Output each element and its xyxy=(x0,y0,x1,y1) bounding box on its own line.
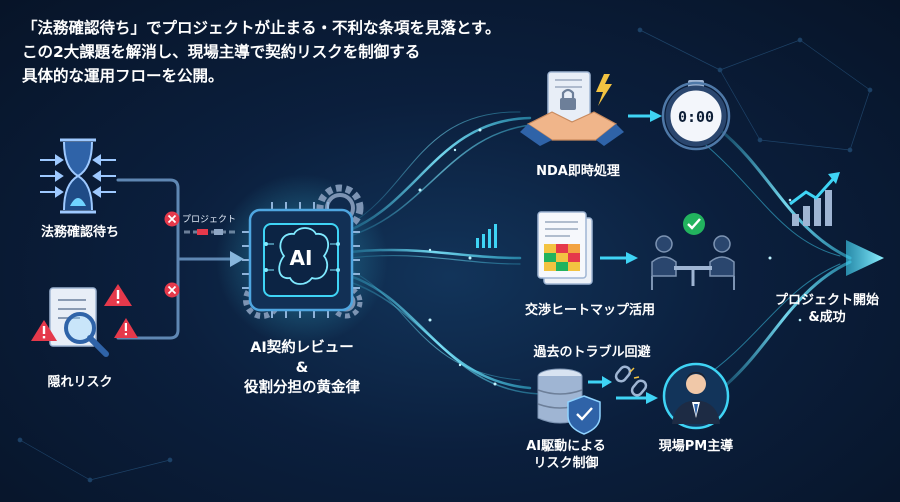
pm-lead-label: 現場PM主導 xyxy=(658,439,734,454)
warning-triangle-icon xyxy=(31,320,57,341)
timer-display: 0:00 xyxy=(678,108,714,126)
flow-arrow xyxy=(616,392,658,404)
mini-bar-chart-icon xyxy=(476,224,497,248)
heatmap-label: 交渉ヒートマップ活用 xyxy=(524,303,655,318)
core-title: AI契約レビュー & 役割分担の黄金律 xyxy=(232,338,372,398)
project-tag-label: プロジェクト xyxy=(182,215,237,225)
flow-arrow xyxy=(600,252,638,264)
core-title-line-1: AI契約レビュー xyxy=(250,340,354,356)
ai-risk-line-2: リスク制御 xyxy=(533,456,599,471)
flow-particles xyxy=(418,128,802,386)
trouble-label: 過去のトラブル回避 xyxy=(533,345,651,360)
headline-line-3: 具体的な運用フローを公開。 xyxy=(22,67,224,85)
bar-chart-growth-icon xyxy=(789,172,840,226)
stopwatch-icon: 0:00 xyxy=(661,80,731,151)
ai-risk-line-1: AI駆動による xyxy=(526,439,606,454)
flow-arrow xyxy=(628,110,662,122)
error-x-icon xyxy=(164,282,180,298)
warning-triangle-icon xyxy=(114,318,138,338)
error-x-icon xyxy=(164,211,180,227)
headline-line-1: 「法務確認待ち」でプロジェクトが止まる・不利な条項を見落とす。 xyxy=(22,19,501,37)
broken-pipeline-icon xyxy=(184,229,236,235)
ai-risk-label: AI駆動による リスク制御 xyxy=(516,438,616,472)
flow-arrow xyxy=(588,376,612,388)
spark-lines xyxy=(629,367,640,379)
businessman-avatar-icon xyxy=(662,362,730,430)
headline-line-2: この2大課題を解消し、現場主導で契約リスクを制御する xyxy=(22,43,421,61)
handshake-document-icon xyxy=(520,71,624,146)
outcome-line-2: &成功 xyxy=(808,310,846,325)
hidden-risk-label: 隠れリスク xyxy=(47,375,113,390)
broken-link-icon xyxy=(614,365,648,397)
legal-wait-label: 法務確認待ち xyxy=(40,225,119,240)
core-title-line-2: & xyxy=(295,360,309,376)
database-shield-icon xyxy=(537,368,601,435)
left-connectors xyxy=(116,178,232,340)
core-title-line-3: 役割分担の黄金律 xyxy=(244,380,360,396)
meeting-check-icon xyxy=(651,213,735,290)
background-network xyxy=(17,27,873,483)
outcome-label: プロジェクト開始 &成功 xyxy=(762,292,892,326)
headline-block: 「法務確認待ち」でプロジェクトが止まる・不利な条項を見落とす。 この2大課題を解… xyxy=(22,16,582,88)
heatmap-document-icon xyxy=(537,211,593,285)
document-magnifier-icon xyxy=(49,287,109,357)
outcome-line-1: プロジェクト開始 xyxy=(774,293,879,308)
outcome-arrowhead xyxy=(846,240,884,276)
lightning-icon xyxy=(596,74,612,106)
warning-triangle-icon xyxy=(104,284,132,306)
ai-chip-label: AI xyxy=(290,246,313,270)
ai-chip-brain-icon: AI xyxy=(242,202,360,318)
hourglass-icon xyxy=(40,138,116,214)
nda-label: NDA即時処理 xyxy=(536,164,620,179)
